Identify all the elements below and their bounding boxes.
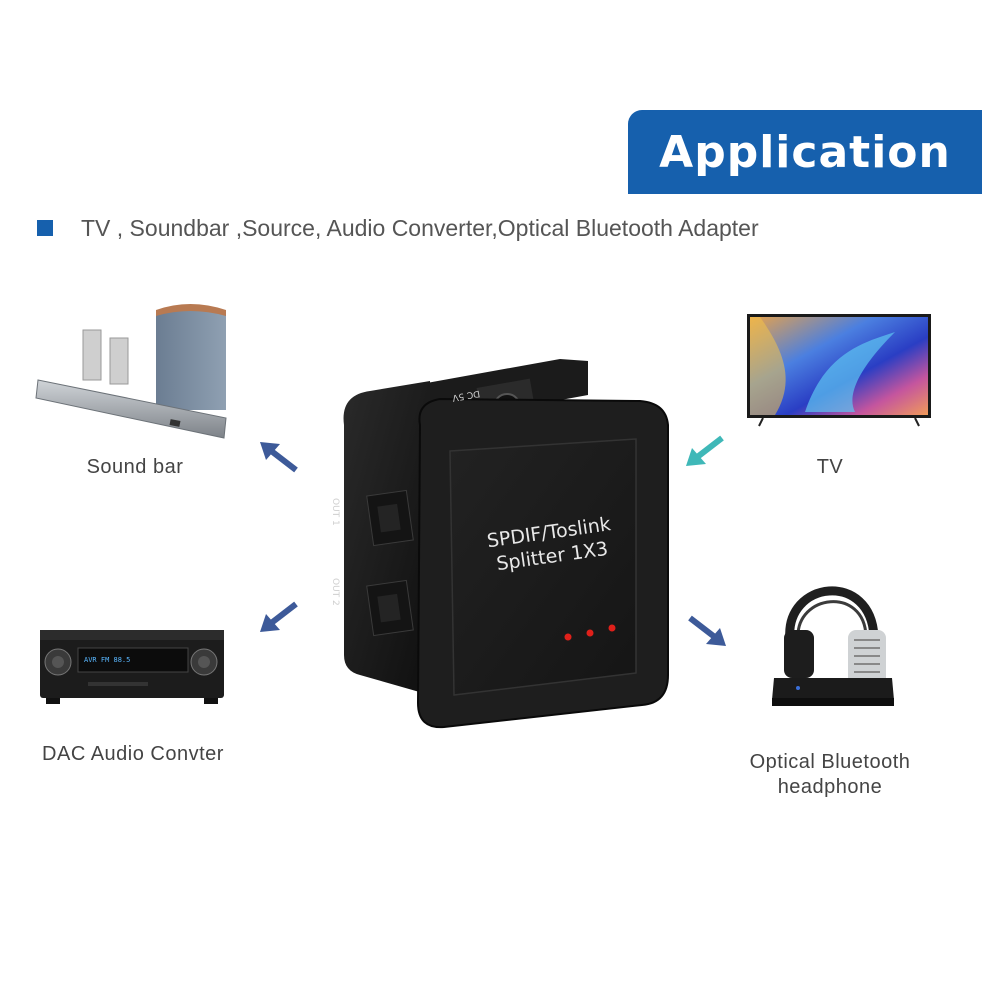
soundbar-label: Sound bar bbox=[86, 456, 184, 478]
arrow-to-dac-icon bbox=[260, 601, 298, 632]
arrow-to-headphone-icon bbox=[688, 615, 726, 646]
application-text: TV , Soundbar ,Source, Audio Converter,O… bbox=[81, 214, 759, 241]
splitter-device bbox=[343, 359, 669, 729]
application-list: TV , Soundbar ,Source, Audio Converter,O… bbox=[37, 212, 759, 244]
banner-title: Application bbox=[659, 126, 951, 178]
tv-label: TV bbox=[816, 456, 844, 478]
svg-text:AVR FM 88.5: AVR FM 88.5 bbox=[84, 656, 130, 664]
headphone-label: Optical Bluetooth headphone bbox=[730, 750, 930, 800]
application-banner: Application bbox=[628, 110, 982, 194]
out1-port-label: OUT 1 bbox=[330, 498, 340, 526]
headphone-label-line2: headphone bbox=[777, 776, 883, 798]
dac-label: DAC Audio Convter bbox=[42, 743, 224, 765]
dac-illustration: AVR FM 88.5 bbox=[40, 630, 224, 704]
soundbar-illustration bbox=[35, 304, 227, 439]
out2-port-label: OUT 2 bbox=[330, 578, 340, 606]
square-bullet-icon bbox=[37, 220, 53, 236]
headphone-label-line1: Optical Bluetooth bbox=[749, 751, 911, 773]
arrow-from-tv-icon bbox=[686, 435, 724, 466]
arrow-to-soundbar-icon bbox=[260, 442, 298, 473]
headphone-illustration bbox=[772, 586, 894, 706]
tv-illustration bbox=[747, 314, 931, 427]
